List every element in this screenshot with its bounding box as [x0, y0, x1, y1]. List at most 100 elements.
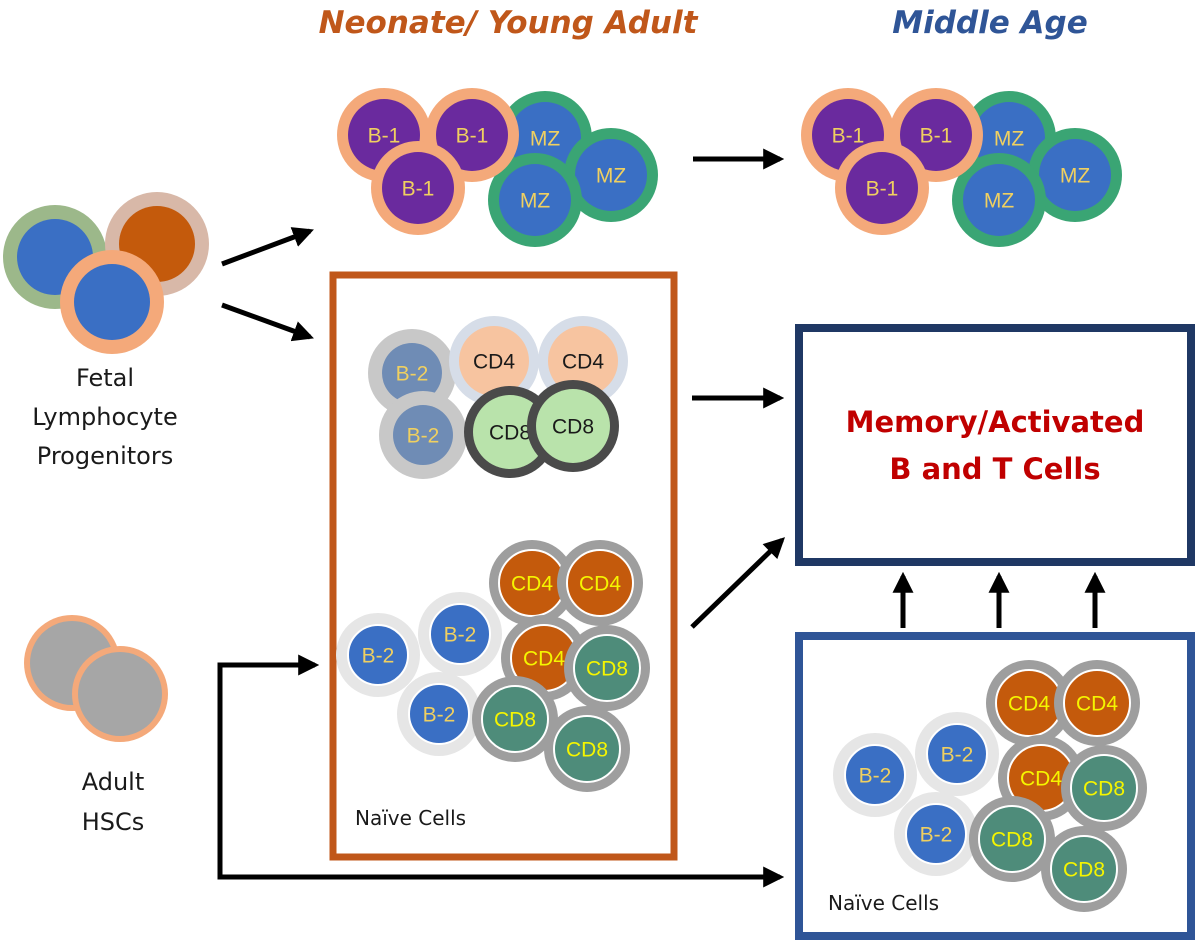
cell-label: CD4: [579, 573, 621, 596]
arrows: [217, 148, 1106, 888]
fetal-label-line1: Fetal: [76, 364, 134, 392]
cell-nucleus: [499, 164, 571, 236]
cell-label: CD8: [489, 422, 531, 445]
cell-b2: B-2: [833, 733, 917, 817]
cell-label: B-2: [444, 624, 477, 647]
cell-label: CD8: [1083, 778, 1125, 801]
cell-nucleus: [481, 685, 549, 753]
cell-mz: MZ: [952, 153, 1046, 247]
cell-nucleus: [1039, 139, 1111, 211]
cell-mz: MZ: [488, 153, 582, 247]
cell-nucleus: [1070, 754, 1138, 822]
cell-nucleus: [536, 389, 610, 463]
cell-b2: B-2: [379, 391, 467, 479]
cell-label: CD8: [586, 658, 628, 681]
cell-label: CD4: [1020, 768, 1062, 791]
adult-hsc-cells: [24, 615, 168, 742]
cell-cd8: CD8: [544, 706, 630, 792]
hsc-cell: [72, 646, 168, 742]
cell-label: CD4: [511, 573, 553, 596]
cell-cd8: CD8: [472, 676, 558, 762]
cell-label: CD4: [1008, 693, 1050, 716]
cell-nucleus: [573, 634, 641, 702]
cell-cd8: CD8: [564, 625, 650, 711]
cell-nucleus: [548, 326, 618, 396]
cell-b2: B-2: [418, 592, 502, 676]
cell-label: B-2: [920, 824, 953, 847]
cell-label: CD8: [552, 416, 594, 439]
cell-nucleus: [382, 343, 442, 403]
cell-nucleus: [900, 99, 972, 171]
memory-label-line2: B and T Cells: [889, 452, 1100, 486]
cell-label: CD8: [494, 709, 536, 732]
cell-label: MZ: [596, 165, 626, 188]
memory-label-line1: Memory/Activated: [846, 405, 1145, 439]
cell-nucleus: [436, 99, 508, 171]
cell-nucleus: [1050, 835, 1118, 903]
fetal-label-line2: Lymphocyte: [32, 403, 177, 431]
cell-nucleus: [78, 652, 162, 736]
cell-label: MZ: [520, 190, 550, 213]
cell-b1: B-1: [337, 88, 431, 182]
cell-nucleus: [408, 683, 470, 745]
cell-label: B-2: [941, 744, 974, 767]
middle-naive-label: Naïve Cells: [828, 891, 939, 915]
cell-b1: B-1: [835, 141, 929, 235]
cell-nucleus: [978, 805, 1046, 873]
cell-cd4: CD4: [557, 540, 643, 626]
cell-nucleus: [846, 152, 918, 224]
cell-label: B-2: [407, 425, 440, 448]
cell-nucleus: [553, 715, 621, 783]
cell-nucleus: [74, 264, 150, 340]
young-naive-label: Naïve Cells: [355, 806, 466, 830]
arrow-fetal-to-naive: [221, 302, 314, 342]
cell-cd4: CD4: [489, 540, 575, 626]
cell-mz: MZ: [564, 128, 658, 222]
cell-nucleus: [393, 405, 453, 465]
cell-b2: B-2: [336, 613, 420, 697]
cell-label: B-1: [402, 178, 435, 201]
cell-label: MZ: [1060, 165, 1090, 188]
arrow-hsc-to-young-naive: [217, 654, 320, 875]
cell-b1: B-1: [371, 141, 465, 235]
cell-nucleus: [459, 326, 529, 396]
cell-cd8: CD8: [1041, 826, 1127, 912]
fetal-progenitor-cells: [3, 192, 209, 354]
arrow-fetal-to-innate: [221, 227, 314, 267]
cell-label: B-2: [859, 765, 892, 788]
adult-label-line2: HSCs: [82, 808, 145, 836]
middle-age-title: Middle Age: [892, 5, 1088, 41]
cell-cd4: CD4: [449, 316, 539, 406]
cell-nucleus: [926, 723, 988, 785]
cell-nucleus: [429, 603, 491, 665]
cell-label: CD4: [523, 648, 565, 671]
cell-mz: MZ: [1028, 128, 1122, 222]
arrow-adult-naive-to-memory: [690, 537, 786, 629]
cell-cd8: CD8: [969, 796, 1055, 882]
young-naive-box: [329, 271, 678, 861]
cell-label: B-2: [362, 645, 395, 668]
cell-label: MZ: [984, 190, 1014, 213]
adult-label-line1: Adult: [82, 768, 145, 796]
cell-nucleus: [844, 744, 906, 806]
cell-nucleus: [382, 152, 454, 224]
cell-nucleus: [905, 803, 967, 865]
cell-cd4: CD4: [501, 615, 587, 701]
cell-label: CD4: [1076, 693, 1118, 716]
memory-activated-box: [795, 324, 1195, 566]
progenitor-cell: [60, 250, 164, 354]
cell-label: CD4: [562, 351, 604, 374]
cell-label: B-1: [920, 125, 953, 148]
cell-label: CD8: [566, 739, 608, 762]
cell-label: B-2: [396, 363, 429, 386]
cell-label: MZ: [530, 128, 560, 151]
cell-label: CD8: [991, 829, 1033, 852]
middle-naive-box: [795, 632, 1195, 940]
cell-b2: B-2: [894, 792, 978, 876]
cell-nucleus: [566, 549, 634, 617]
cell-b2: B-2: [397, 672, 481, 756]
